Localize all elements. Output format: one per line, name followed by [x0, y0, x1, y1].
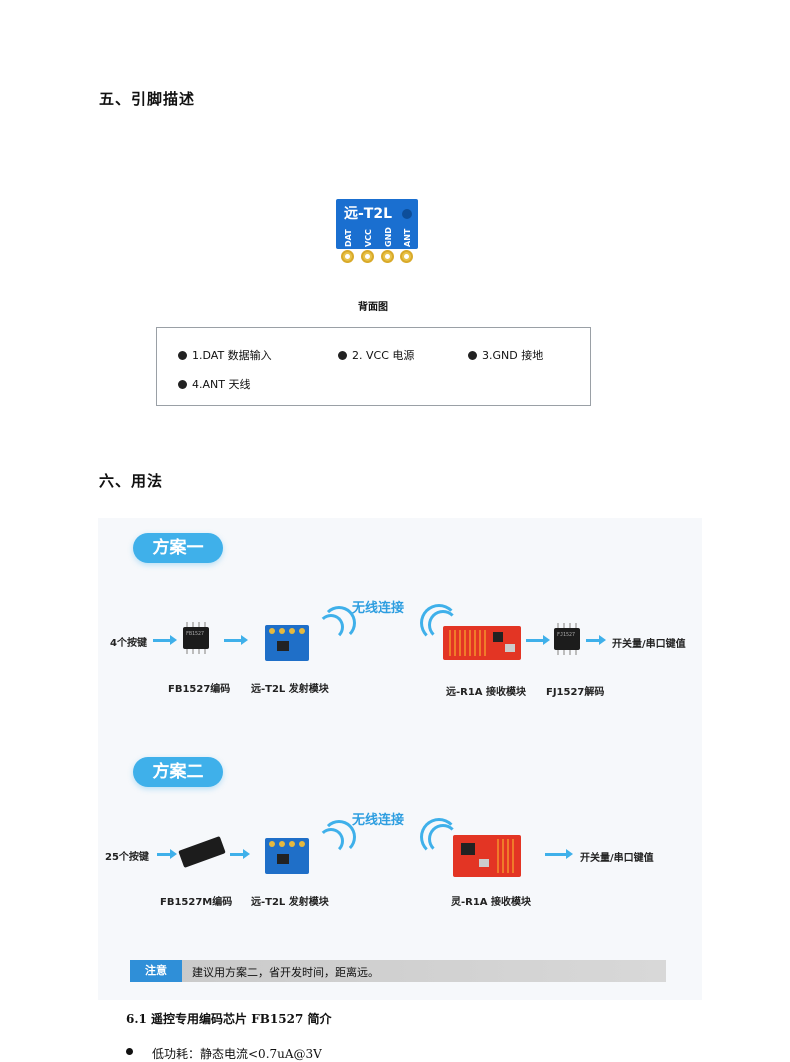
bullet-dot [178, 380, 187, 389]
pin-item-ant: 4.ANT 天线 [178, 376, 250, 392]
pin-label-dat: DAT [344, 229, 353, 247]
pin-label-ant: ANT [403, 228, 412, 247]
arrow-icon [230, 849, 250, 859]
pin-pad [289, 841, 295, 847]
chip-leg [186, 649, 188, 654]
pin-item-gnd: 3.GND 接地 [468, 347, 543, 363]
wifi-wave-icon [322, 820, 356, 854]
transmitter-module-icon [265, 625, 309, 661]
receiver-module-icon [453, 835, 521, 877]
chip-leg [569, 650, 571, 655]
plan-2-receiver: 灵-R1A 接收模块 [451, 897, 532, 908]
plan-2-wireless: 无线连接 [352, 813, 405, 828]
plan-2-encoder: FB1527M编码 [160, 897, 233, 908]
pin-description-box: 1.DAT 数据输入 2. VCC 电源 3.GND 接地 4.ANT 天线 [156, 327, 591, 406]
plan-2-input: 25个按键 [105, 852, 149, 863]
bullet-dot [126, 1048, 133, 1055]
note-tag: 注意 [130, 960, 182, 982]
plan-2-output: 开关量/串口键值 [580, 853, 654, 864]
module-chip [277, 641, 289, 651]
pin-pad [279, 841, 285, 847]
module-chip [277, 854, 289, 864]
plan-1-input: 4个按键 [110, 638, 147, 649]
pin-pad [279, 628, 285, 634]
pin-pad [400, 250, 413, 263]
chip-leg [204, 649, 206, 654]
chip-leg [186, 622, 188, 627]
pin-pad [289, 628, 295, 634]
pin-pad [299, 628, 305, 634]
chip-leg [575, 623, 577, 628]
chip-leg [557, 650, 559, 655]
section-6-title: 六、用法 [99, 472, 164, 490]
pin-item-dat: 1.DAT 数据输入 [178, 347, 272, 363]
pin-pad [381, 250, 394, 263]
pin-item-text: 2. VCC 电源 [352, 349, 415, 362]
transmitter-module-icon [265, 838, 309, 874]
wifi-wave-icon [322, 606, 356, 640]
chip-marking: FB1527 [186, 631, 205, 637]
pin-pad [299, 841, 305, 847]
section-5-title: 五、引脚描述 [99, 90, 196, 108]
module-back-image: 远-T2L DAT VCC GND ANT [336, 199, 418, 265]
chip-leg [563, 650, 565, 655]
pin-pad [341, 250, 354, 263]
plan-1-title: 方案一 [133, 533, 223, 563]
chip-leg [557, 623, 559, 628]
bullet-dot [338, 351, 347, 360]
chip-marking: FJ1527 [557, 632, 576, 638]
plan-1-decoder: FJ1527解码 [546, 687, 605, 698]
module-crystal [479, 859, 489, 867]
arrow-icon [586, 635, 606, 645]
module-board [336, 199, 418, 249]
pin-item-text: 1.DAT 数据输入 [192, 349, 272, 362]
pin-pad [269, 628, 275, 634]
pin-item-text: 4.ANT 天线 [192, 378, 251, 391]
pin-item-vcc: 2. VCC 电源 [338, 347, 414, 363]
note-text: 建议用方案二，省开发时间，距离远。 [192, 966, 379, 979]
antenna-pattern [449, 630, 489, 656]
chip-leg [569, 623, 571, 628]
module-hole [402, 209, 412, 219]
module-chip [493, 632, 503, 642]
note-bar [130, 960, 666, 982]
module-label: 远-T2L [344, 206, 393, 222]
pin-label-gnd: GND [384, 227, 393, 247]
module-crystal [505, 644, 515, 652]
fj1527-chip-icon: FJ1527 [554, 628, 580, 650]
bullet-dot [468, 351, 477, 360]
plan-2-title: 方案二 [133, 757, 223, 787]
chip-leg [563, 623, 565, 628]
module-chip [461, 843, 475, 855]
plan-1-wireless: 无线连接 [352, 601, 405, 616]
plan-1-output: 开关量/串口键值 [612, 639, 686, 650]
chip-leg [575, 650, 577, 655]
pin-label-vcc: VCC [364, 229, 373, 247]
arrow-icon [153, 635, 177, 645]
chip-leg [204, 622, 206, 627]
chip-leg [192, 649, 194, 654]
pin-item-text: 3.GND 接地 [482, 349, 544, 362]
chip-leg [198, 622, 200, 627]
bullet-dot [178, 351, 187, 360]
pin-pad [269, 841, 275, 847]
arrow-icon [157, 849, 177, 859]
plan-1-encoder: FB1527编码 [168, 684, 231, 695]
section-6-1-title: 6.1 遥控专用编码芯片 FB1527 简介 [126, 1012, 332, 1026]
chip-leg [192, 622, 194, 627]
pin-pad [361, 250, 374, 263]
bullet-low-power: 低功耗：静态电流<0.7uA@3V [152, 1047, 322, 1061]
module-caption: 背面图 [358, 302, 388, 313]
fb1527-chip-icon: FB1527 [183, 627, 209, 649]
antenna-pattern [497, 839, 517, 873]
chip-leg [198, 649, 200, 654]
arrow-icon [526, 635, 550, 645]
plan-2-transmitter: 远-T2L 发射模块 [251, 897, 329, 908]
arrow-icon [545, 849, 573, 859]
receiver-module-icon [443, 626, 521, 660]
plan-1-receiver: 远-R1A 接收模块 [446, 687, 527, 698]
plan-1-transmitter: 远-T2L 发射模块 [251, 684, 329, 695]
arrow-icon [224, 635, 248, 645]
